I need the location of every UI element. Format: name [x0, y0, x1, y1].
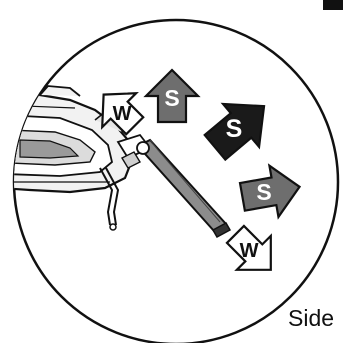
weak-arrow-lower: W: [225, 224, 272, 271]
strong-label-up: S: [164, 85, 179, 111]
strong-arrow-up: S: [143, 68, 201, 124]
weak-label-lower: W: [240, 240, 259, 262]
strong-label-diagonal: S: [226, 115, 243, 143]
weak-arrow-upper: W: [100, 91, 145, 136]
top-edge-fragment: [323, 0, 343, 10]
weak-label-upper: W: [113, 103, 132, 125]
drone-body: [14, 85, 152, 231]
strong-arrow-right: S: [238, 163, 302, 220]
strong-label-right: S: [256, 179, 271, 205]
antenna-icon: [136, 138, 232, 239]
strong-arrow-diagonal: S: [203, 102, 266, 162]
side-label: Side: [288, 305, 335, 331]
